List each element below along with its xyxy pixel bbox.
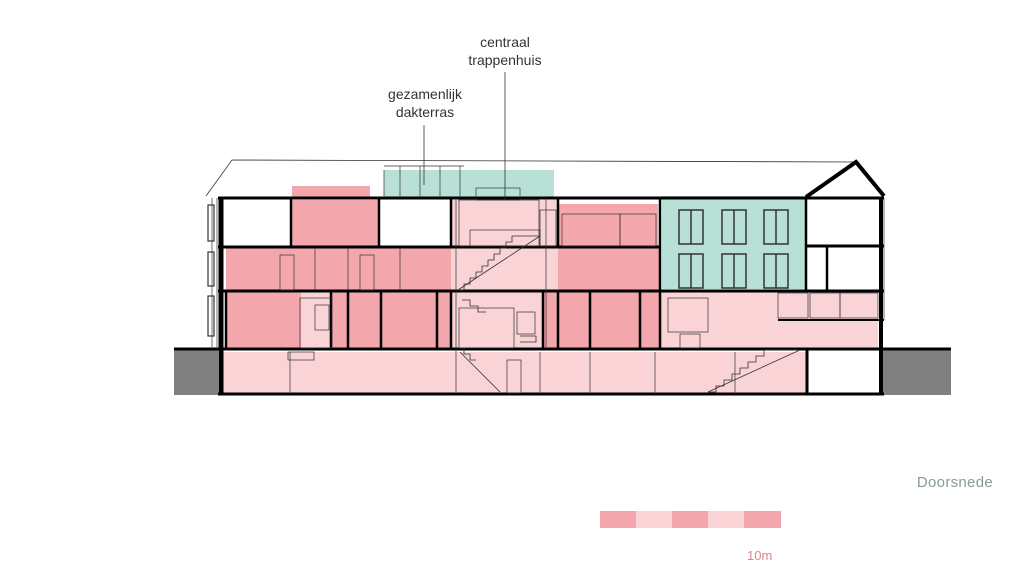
drawing-title: Doorsnede bbox=[916, 474, 993, 491]
ground-right bbox=[883, 349, 951, 395]
scale-bar-label: 10m bbox=[747, 548, 773, 563]
ground-floor-light-1 bbox=[301, 292, 331, 348]
ground-floor-light-stair bbox=[451, 292, 543, 348]
left-facade-windows bbox=[207, 204, 215, 337]
scale-segment-2 bbox=[636, 511, 672, 528]
gable-right bbox=[804, 159, 886, 199]
scale-segment-4 bbox=[708, 511, 744, 528]
scale-segment-5 bbox=[744, 511, 781, 528]
roof-terrace-green bbox=[384, 170, 554, 198]
first-floor-dark-2 bbox=[558, 248, 660, 290]
roof-box-pink bbox=[292, 186, 370, 198]
ground-floor-dark-1 bbox=[226, 292, 301, 348]
first-floor-light-stair bbox=[451, 200, 558, 290]
stairs bbox=[457, 235, 801, 393]
terrace-annotation: gezamenlijk dakterras bbox=[370, 85, 480, 121]
scale-segment-1 bbox=[600, 511, 636, 528]
ground-left bbox=[174, 349, 218, 395]
stair-annotation: centraal trappenhuis bbox=[450, 33, 560, 69]
second-floor-dark-1 bbox=[291, 200, 379, 246]
stair-annotation-line2: trappenhuis bbox=[468, 52, 542, 68]
apartment-windows bbox=[678, 209, 789, 289]
second-floor-dark-2 bbox=[558, 204, 658, 246]
ground-floor-dark-3 bbox=[543, 292, 660, 348]
first-floor-dark-1 bbox=[226, 248, 451, 290]
terrace-annotation-line1: gezamenlijk bbox=[388, 86, 462, 102]
scale-segment-3 bbox=[672, 511, 708, 528]
scale-bar bbox=[600, 511, 781, 528]
interior-walls bbox=[224, 198, 829, 349]
stair-annotation-line1: centraal bbox=[480, 34, 530, 50]
terrace-annotation-line2: dakterras bbox=[395, 104, 455, 120]
ground-floor-dark-2 bbox=[331, 292, 451, 348]
thin-lines bbox=[211, 165, 885, 394]
basement-fill bbox=[222, 352, 807, 393]
